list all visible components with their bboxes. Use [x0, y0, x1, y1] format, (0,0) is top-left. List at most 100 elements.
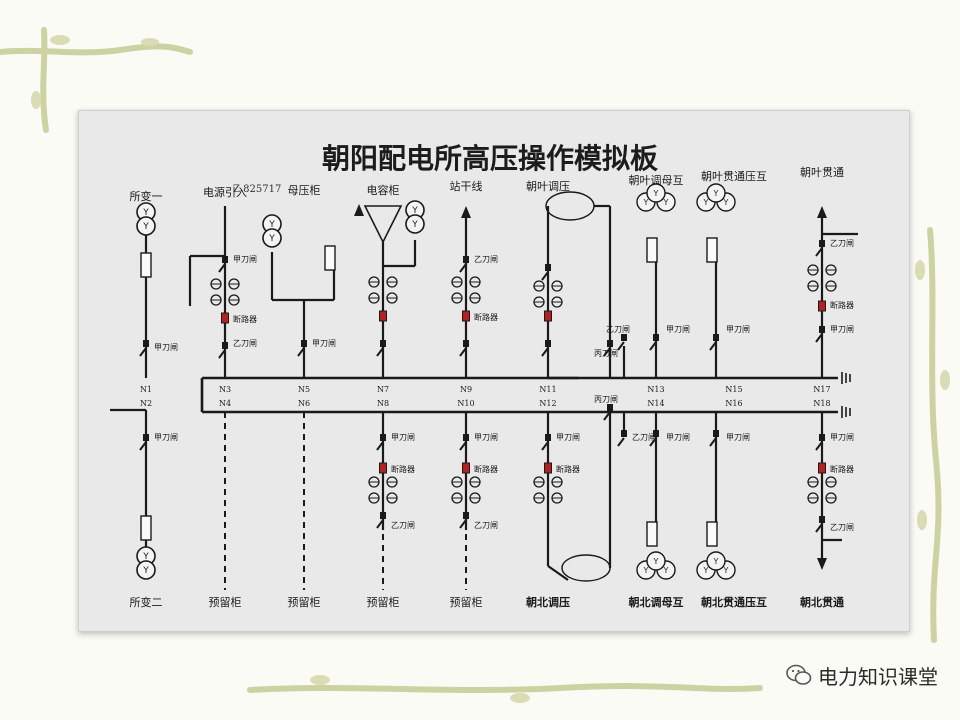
- node-label-lower: N4: [219, 399, 231, 408]
- fuse-icon: [646, 521, 658, 547]
- breaker-icon: [818, 300, 826, 312]
- switch-blade: [617, 437, 625, 447]
- knife-switch-icon: [463, 340, 469, 347]
- knife-switch-icon: [819, 240, 825, 247]
- wye-symbol: Y: [643, 566, 649, 575]
- breaker-icon: [544, 462, 552, 474]
- switch-label: 甲刀闸: [391, 433, 415, 442]
- arrow-down-icon: [817, 558, 827, 570]
- switch-label: 丙刀闸: [594, 395, 618, 404]
- lower-feeder-label: 朝北调母互: [629, 595, 684, 609]
- breaker-icon: [221, 312, 229, 324]
- node-label-upper: N3: [219, 385, 231, 394]
- arrow-up-icon: [461, 206, 471, 218]
- lower-feeder-label: 预留柜: [209, 596, 242, 609]
- wye-symbol: Y: [142, 552, 149, 562]
- upper-feeder-label: 朝叶调母互: [629, 174, 684, 187]
- switch-label: 乙刀闸: [474, 521, 498, 530]
- knife-switch-icon: [222, 256, 228, 263]
- breaker-icon: [462, 310, 470, 322]
- knife-switch-icon: [545, 434, 551, 441]
- switch-label: 甲刀闸: [154, 343, 178, 352]
- lower-feeder-label: 朝北调压: [526, 595, 570, 609]
- switch-blade: [815, 441, 823, 451]
- switch-blade: [709, 341, 717, 351]
- switch-blade: [459, 263, 467, 273]
- fuse-icon: [706, 521, 718, 547]
- regulating-pt-2-icon: [646, 551, 666, 571]
- node-label-upper: N5: [298, 385, 310, 394]
- switch-label: 甲刀闸: [312, 339, 336, 348]
- voltage-regulator-2-icon: [561, 554, 611, 582]
- wye-symbol: Y: [653, 189, 659, 198]
- fuse-icon: [324, 245, 336, 271]
- breaker-label: 断路器: [830, 300, 854, 310]
- knife-switch-icon: [621, 334, 627, 341]
- fuse-icon: [646, 237, 658, 263]
- knife-switch-icon: [463, 512, 469, 519]
- upper-feeder-label: 朝叶贯通压互: [701, 170, 767, 183]
- switch-blade: [459, 347, 467, 357]
- breaker-label: 断路器: [556, 464, 580, 474]
- wye-symbol: Y: [643, 198, 649, 207]
- wye-symbol: Y: [142, 566, 149, 576]
- transformer-winding: [405, 214, 425, 234]
- switch-label: 乙刀闸: [632, 433, 656, 442]
- knife-switch-icon: [653, 334, 659, 341]
- upper-feeder-label: 所变一: [130, 189, 163, 203]
- wye-symbol: Y: [713, 557, 719, 566]
- lower-feeder-label: 朝北贯通压互: [701, 595, 767, 609]
- knife-switch-icon: [143, 434, 149, 441]
- handwritten-note: Z 825717: [233, 184, 281, 195]
- capacitor-delta-icon: [363, 205, 403, 244]
- node-label-upper: N9: [460, 385, 472, 394]
- wye-symbol: Y: [723, 198, 729, 207]
- switch-label: 甲刀闸: [726, 433, 750, 442]
- wye-symbol: Y: [653, 557, 659, 566]
- switch-blade: [541, 441, 549, 451]
- switch-blade: [376, 347, 384, 357]
- switch-blade: [541, 347, 549, 357]
- wye-symbol: Y: [411, 220, 418, 230]
- knife-switch-icon: [713, 334, 719, 341]
- lower-feeder-label: 预留柜: [288, 596, 321, 609]
- node-label-lower: N18: [813, 399, 830, 408]
- switch-label: 乙刀闸: [474, 255, 498, 264]
- breaker-label: 断路器: [474, 312, 498, 322]
- switch-label: 甲刀闸: [556, 433, 580, 442]
- node-label-upper: N11: [539, 385, 556, 394]
- upper-feeder-label: 站干线: [450, 179, 483, 193]
- switch-blade: [603, 347, 611, 357]
- wechat-icon: [786, 664, 812, 685]
- upper-feeder-label: 母压柜: [288, 184, 321, 197]
- breaker-label: 断路器: [233, 314, 257, 324]
- voltage-regulator-icon: [545, 191, 595, 221]
- knife-switch-icon: [621, 430, 627, 437]
- upper-feeder-label: 朝叶调压: [526, 180, 570, 193]
- watermark: 电力知识课堂: [786, 662, 938, 689]
- switch-label: 甲刀闸: [726, 325, 750, 334]
- wye-symbol: Y: [411, 206, 418, 216]
- knife-switch-icon: [301, 340, 307, 347]
- switch-blade: [815, 523, 823, 533]
- switch-label: 乙刀闸: [830, 239, 854, 248]
- knife-switch-icon: [607, 340, 613, 347]
- switch-blade: [603, 411, 611, 421]
- knife-switch-icon: [380, 512, 386, 519]
- switch-label: 甲刀闸: [666, 325, 690, 334]
- switch-blade: [541, 271, 549, 281]
- node-label-upper: N1: [140, 385, 152, 394]
- knife-switch-icon: [653, 430, 659, 437]
- board-title: 朝阳配电所高压操作模拟板: [322, 142, 658, 175]
- wye-symbol: Y: [268, 234, 275, 244]
- knife-switch-icon: [143, 340, 149, 347]
- switch-label: 乙刀闸: [830, 523, 854, 532]
- lower-feeder-label: 所变二: [130, 595, 163, 609]
- knife-switch-icon: [380, 434, 386, 441]
- arrow-up-icon: [817, 206, 827, 218]
- switch-blade: [649, 437, 657, 447]
- breaker-icon: [462, 462, 470, 474]
- switch-blade: [459, 519, 467, 529]
